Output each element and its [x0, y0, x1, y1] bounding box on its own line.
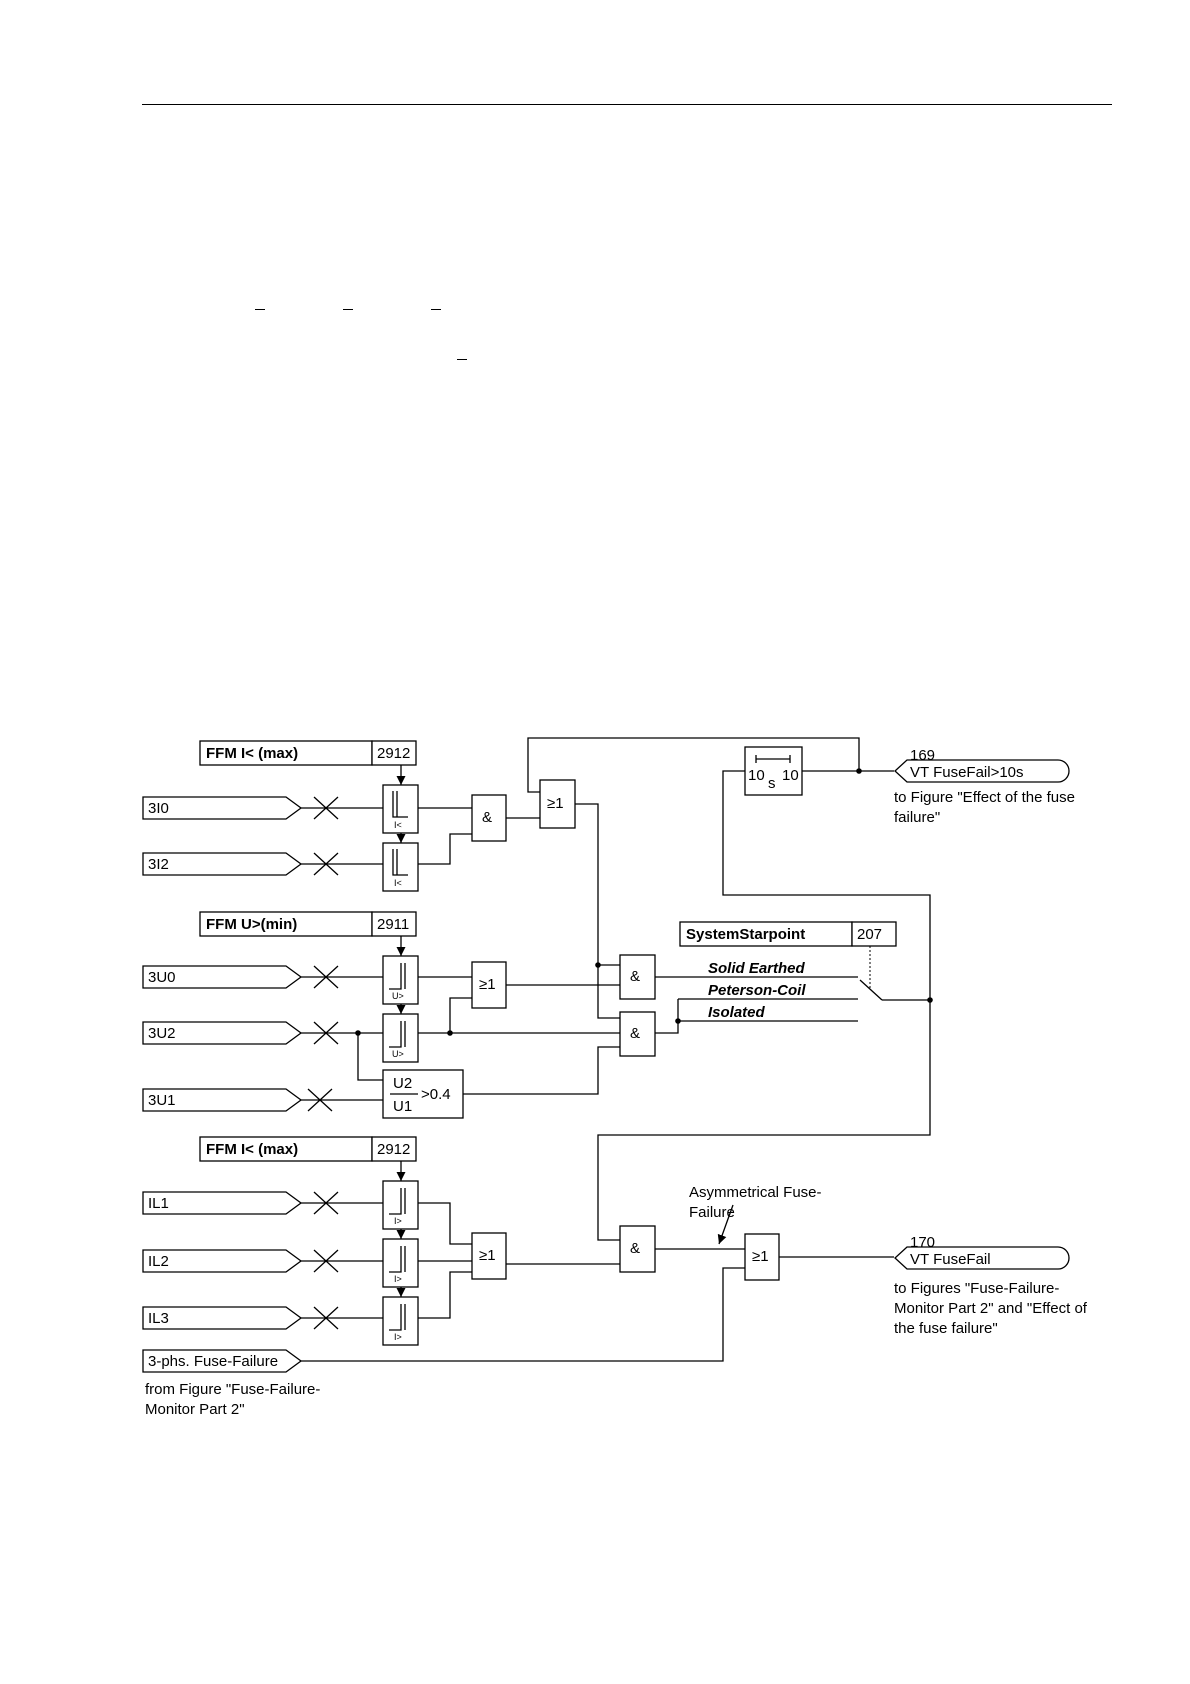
- header-rule: [142, 104, 1112, 105]
- svg-text:I>: I>: [394, 1216, 402, 1226]
- setting-address: 2912: [377, 1141, 410, 1158]
- output-vt-fusefail-10s: 169 VT FuseFail>10s to Figure "Effect of…: [894, 747, 1075, 826]
- svg-text:&: &: [482, 809, 492, 826]
- svg-text:I>: I>: [394, 1332, 402, 1342]
- output-note-line: Monitor Part 2" and "Effect of: [894, 1300, 1088, 1317]
- output-note-line: failure": [894, 809, 940, 826]
- svg-text:&: &: [630, 1025, 640, 1042]
- svg-text:I>: I>: [394, 1274, 402, 1284]
- svg-text:&: &: [630, 1240, 640, 1257]
- ratio-block: U2 U1 >0.4: [382, 1069, 464, 1119]
- setting-label: FFM I< (max): [206, 1141, 298, 1158]
- svg-text:≥1: ≥1: [479, 1247, 496, 1264]
- svg-text:Asymmetrical Fuse-: Asymmetrical Fuse-: [689, 1184, 822, 1201]
- output-note-line: to Figure "Effect of the fuse: [894, 789, 1075, 806]
- input-il3: IL3: [142, 1306, 303, 1330]
- svg-text:Failure: Failure: [689, 1204, 735, 1221]
- annotation-from-figure: from Figure "Fuse-Failure- Monitor Part …: [145, 1381, 320, 1418]
- setting-ffm-u-min: FFM U>(min) 2911: [199, 911, 417, 937]
- svg-text:≥1: ≥1: [752, 1248, 769, 1265]
- svg-text:3I0: 3I0: [148, 800, 169, 817]
- connection-wires: [301, 737, 933, 1362]
- timer-pickup: 10: [748, 767, 765, 784]
- or-gate-4: ≥1: [744, 1233, 780, 1281]
- position-peterson-coil: Peterson-Coil: [708, 982, 806, 999]
- output-vt-fusefail: 170 VT FuseFail to Figures "Fuse-Failure…: [894, 1234, 1088, 1337]
- setting-label: FFM I< (max): [206, 745, 298, 762]
- input-il2: IL2: [142, 1249, 303, 1273]
- output-note-line: to Figures "Fuse-Failure-: [894, 1280, 1059, 1297]
- switch-position-labels: Solid Earthed Peterson-Coil Isolated: [708, 960, 806, 1021]
- ratio-threshold: >0.4: [421, 1086, 451, 1103]
- or-gate-2: ≥1: [471, 961, 507, 1009]
- input-il1: IL1: [142, 1191, 303, 1215]
- output-label: VT FuseFail>10s: [910, 764, 1024, 781]
- svg-text:U>: U>: [392, 1049, 404, 1059]
- threshold-i-under-3i0: I<: [382, 784, 419, 834]
- output-note-line: the fuse failure": [894, 1320, 998, 1337]
- svg-text:U>: U>: [392, 991, 404, 1001]
- setting-address: 2911: [377, 916, 409, 933]
- input-3u1: 3U1: [142, 1088, 303, 1112]
- and-gate-1: &: [471, 794, 507, 842]
- output-label: VT FuseFail: [910, 1251, 991, 1268]
- svg-text:≥1: ≥1: [479, 976, 496, 993]
- ratio-numerator: U2: [393, 1075, 412, 1092]
- svg-text:3U1: 3U1: [148, 1092, 176, 1109]
- setting-system-starpoint: SystemStarpoint 207: [679, 921, 897, 947]
- annotation-asymmetrical-fuse-failure: Asymmetrical Fuse- Failure: [689, 1184, 822, 1221]
- setting-label: SystemStarpoint: [686, 926, 805, 943]
- threshold-i-over-il1: I>: [382, 1180, 419, 1230]
- threshold-i-over-il3: I>: [382, 1296, 419, 1346]
- threshold-i-under-3i2: I<: [382, 842, 419, 892]
- setting-address: 207: [857, 926, 882, 943]
- threshold-u-over-3u2: U>: [382, 1013, 419, 1063]
- position-isolated: Isolated: [708, 1004, 766, 1021]
- svg-text:3I2: 3I2: [148, 856, 169, 873]
- svg-text:IL2: IL2: [148, 1253, 169, 1270]
- threshold-i-over-il2: I>: [382, 1238, 419, 1288]
- threshold-u-over-3u0: U>: [382, 955, 419, 1005]
- svg-text:IL1: IL1: [148, 1195, 169, 1212]
- svg-text:3U0: 3U0: [148, 969, 176, 986]
- overline-mark: [255, 309, 265, 310]
- svg-text:Monitor Part 2": Monitor Part 2": [145, 1401, 245, 1418]
- setting-ffm-i-max-top: FFM I< (max) 2912: [199, 740, 417, 766]
- overline-mark: [457, 359, 467, 360]
- and-gate-2: &: [619, 954, 656, 1000]
- overline-mark: [431, 309, 441, 310]
- svg-text:I<: I<: [394, 878, 402, 888]
- setting-address: 2912: [377, 745, 410, 762]
- or-gate-1: ≥1: [539, 779, 576, 829]
- and-gate-3: &: [619, 1011, 656, 1057]
- and-gate-4: &: [619, 1225, 656, 1273]
- ratio-denominator: U1: [393, 1098, 412, 1115]
- svg-text:I<: I<: [394, 820, 402, 830]
- input-3u0: 3U0: [142, 965, 303, 989]
- input-3phs-fuse-failure: 3-phs. Fuse-Failure: [142, 1349, 303, 1373]
- setting-label: FFM U>(min): [206, 916, 297, 933]
- svg-text:3-phs. Fuse-Failure: 3-phs. Fuse-Failure: [148, 1353, 278, 1370]
- timer-unit: s: [768, 775, 776, 792]
- position-solid-earthed: Solid Earthed: [708, 960, 806, 977]
- input-3u2: 3U2: [142, 1021, 303, 1045]
- timer-block: 10 s 10: [744, 746, 803, 796]
- svg-text:IL3: IL3: [148, 1310, 169, 1327]
- timer-dropout: 10: [782, 767, 799, 784]
- svg-text:from Figure "Fuse-Failure-: from Figure "Fuse-Failure-: [145, 1381, 320, 1398]
- input-wires: [301, 796, 383, 1330]
- or-gate-3: ≥1: [471, 1232, 507, 1280]
- input-3i0: 3I0: [142, 796, 303, 820]
- input-3i2: 3I2: [142, 852, 303, 876]
- setting-ffm-i-max-bottom: FFM I< (max) 2912: [199, 1136, 417, 1162]
- svg-text:&: &: [630, 968, 640, 985]
- svg-text:≥1: ≥1: [547, 795, 564, 812]
- overline-mark: [343, 309, 353, 310]
- svg-text:3U2: 3U2: [148, 1025, 176, 1042]
